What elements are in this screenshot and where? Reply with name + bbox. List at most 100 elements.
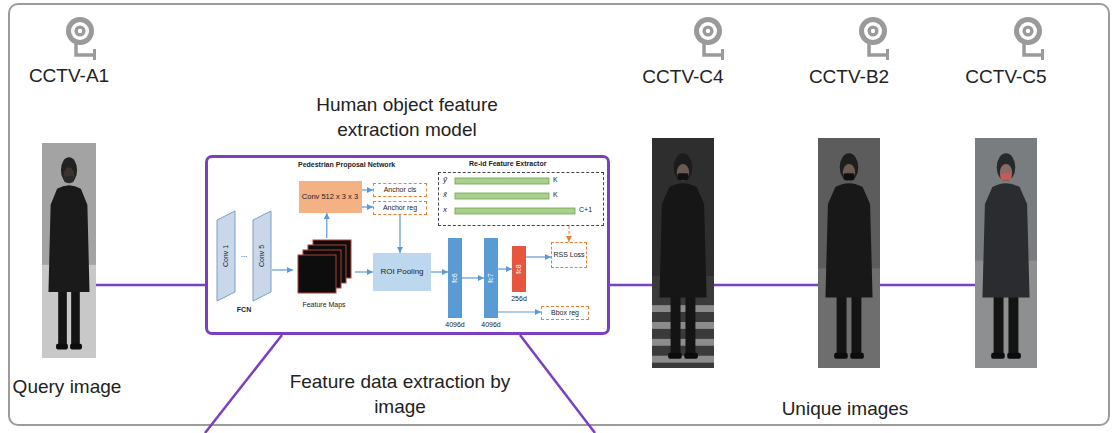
camera-body bbox=[1014, 17, 1042, 45]
person-mask bbox=[677, 173, 688, 180]
person-leg bbox=[685, 291, 695, 355]
vector-name: x̃ bbox=[443, 190, 453, 199]
cctv-photo bbox=[818, 138, 880, 368]
cctv-photo bbox=[975, 138, 1037, 368]
person-head bbox=[840, 153, 859, 181]
camera-ring bbox=[1019, 22, 1037, 40]
pooling-box: ROI Pooling bbox=[373, 253, 431, 291]
caption: Query image bbox=[2, 376, 132, 398]
camera-bracket bbox=[869, 44, 887, 55]
node-text: Anchor cls bbox=[384, 186, 417, 194]
connector bbox=[96, 284, 205, 287]
camera-lens bbox=[868, 26, 879, 37]
photo-background bbox=[42, 143, 96, 358]
conv-layer: Conv 5 bbox=[252, 210, 272, 302]
outer-frame bbox=[9, 4, 1109, 425]
node-text: ROI Pooling bbox=[380, 267, 423, 276]
feature-map-stack bbox=[293, 238, 355, 298]
person-shoe bbox=[70, 344, 82, 350]
camera-photo: CCTV-C4 bbox=[652, 138, 714, 368]
camera-bracket bbox=[1024, 44, 1042, 55]
cctv-icon bbox=[1014, 17, 1044, 60]
reid-extractor: Re-id Feature ExtractorỹKx̃KxC+1 bbox=[438, 172, 604, 226]
camera-mount bbox=[721, 49, 724, 60]
layer-name: Conv 5 bbox=[258, 245, 266, 267]
vector-bar bbox=[455, 193, 549, 199]
camera-label: CCTV-A1 bbox=[9, 65, 129, 87]
connector bbox=[610, 284, 652, 287]
dimension: C+1 bbox=[579, 206, 601, 214]
caption: Feature data extraction by image bbox=[270, 370, 530, 419]
person-coat bbox=[982, 183, 1029, 297]
camera-label: CCTV-C4 bbox=[618, 66, 748, 88]
connector bbox=[272, 269, 293, 270]
camera-glint bbox=[78, 29, 82, 33]
camera-body bbox=[694, 17, 722, 45]
model-panel: Human object feature extraction modelCon… bbox=[205, 155, 610, 335]
loss-box: RSS Loss bbox=[551, 242, 587, 268]
connector bbox=[355, 271, 373, 272]
vector-bars bbox=[439, 173, 603, 225]
connector bbox=[399, 215, 400, 253]
part-name: Feature Maps bbox=[289, 301, 359, 309]
person-leg bbox=[851, 291, 861, 355]
vector-bar bbox=[455, 178, 549, 184]
feature-maps: Feature Maps bbox=[293, 238, 355, 318]
conv-layer: Conv 1 bbox=[216, 210, 236, 302]
person-shoe bbox=[991, 353, 1005, 359]
connector bbox=[569, 226, 570, 242]
person-leg bbox=[58, 286, 67, 346]
panel-heading: Human object feature extraction model bbox=[277, 93, 537, 142]
camera-glint bbox=[871, 29, 875, 33]
camera-photo: CCTV-A1 bbox=[42, 143, 96, 358]
output-box: Anchor reg bbox=[373, 201, 427, 215]
camera-body bbox=[66, 17, 94, 45]
node-text: Anchor reg bbox=[383, 204, 417, 212]
camera-glint bbox=[706, 29, 710, 33]
fc-layer: fc8 bbox=[512, 246, 526, 292]
camera-bracket bbox=[76, 44, 94, 55]
node-text: RSS Loss bbox=[553, 251, 584, 259]
photo-background bbox=[818, 138, 880, 368]
vector-bar bbox=[455, 208, 575, 214]
person-coat bbox=[825, 183, 872, 297]
node-text: Conv 512 x 3 x 3 bbox=[302, 193, 358, 202]
person-head bbox=[997, 153, 1016, 181]
camera-body bbox=[859, 17, 887, 45]
cctv-icon bbox=[859, 17, 889, 60]
slab-shape bbox=[253, 211, 271, 301]
cctv-photo bbox=[652, 138, 714, 368]
person-mask bbox=[1000, 173, 1011, 180]
connector bbox=[498, 311, 541, 312]
person-leg bbox=[671, 291, 681, 355]
person-coat bbox=[48, 185, 89, 292]
dimension: 256d bbox=[507, 295, 531, 303]
person-leg bbox=[71, 286, 80, 346]
person-shoe bbox=[56, 344, 68, 350]
camera-photo: CCTV-B2 bbox=[818, 138, 880, 368]
camera-glint bbox=[1026, 29, 1030, 33]
camera-lens bbox=[75, 26, 86, 37]
leader-line bbox=[205, 335, 282, 433]
person-leg bbox=[837, 291, 847, 355]
person-face bbox=[1000, 164, 1012, 181]
layer-name: Conv 1 bbox=[222, 245, 230, 267]
output-box: Bbox reg bbox=[541, 306, 589, 320]
dimension: 4096d bbox=[444, 321, 466, 329]
person-shoe bbox=[850, 353, 864, 359]
cctv-icon bbox=[66, 17, 96, 60]
dimension: K bbox=[553, 191, 565, 199]
connector bbox=[462, 277, 484, 278]
section-heading: Pedestrian Proposal Network bbox=[298, 161, 438, 169]
camera-ring bbox=[864, 22, 882, 40]
person-face bbox=[843, 164, 855, 181]
feature-map bbox=[298, 255, 336, 293]
person-mask bbox=[843, 173, 854, 180]
vector-name: ỹ bbox=[443, 175, 453, 184]
person-leg bbox=[1008, 291, 1018, 355]
photo-background bbox=[975, 138, 1037, 368]
vector-name: x bbox=[443, 205, 453, 214]
leader-line bbox=[520, 335, 595, 433]
